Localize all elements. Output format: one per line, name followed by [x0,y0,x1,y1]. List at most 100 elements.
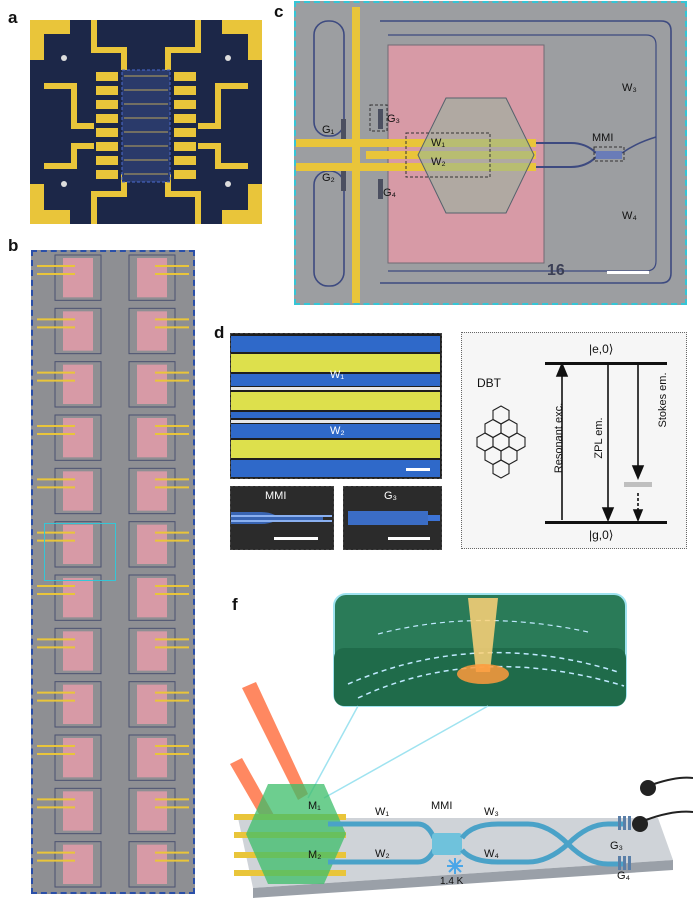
array-electrode-trace [37,745,75,755]
panel-b-device-array [33,252,193,892]
array-device-waveguide-loop [128,574,176,621]
array-device-waveguide-loop [54,574,102,621]
panel-c-label-w3: W₃ [622,82,637,94]
array-electrode-trace [155,371,189,382]
array-electrode-trace [155,585,189,595]
array-device-pad [63,578,93,618]
stokes-emission-label: Stokes em. [657,372,669,428]
array-device-pad [63,418,93,458]
panel-d-label-w2: W₂ [330,425,345,437]
array-electrode-trace [37,265,75,275]
resonant-excitation-label: Resonant exc. [553,402,565,474]
array-electrode-trace [37,585,75,595]
chip-overview-image [24,16,268,228]
panel-e-molecule-name: DBT [477,376,501,390]
panel-d-label: d [214,323,225,342]
panel-f-label-w4: W₄ [484,848,499,860]
panel-a-label: a [8,8,18,27]
array-device-pad [63,258,93,298]
array-device-pad [137,471,167,511]
array-electrode-trace [37,318,75,329]
array-device-pad [63,524,93,564]
array-device-waveguide-loop [54,521,102,568]
panel-f-label-w2: W₂ [375,848,390,860]
array-device-waveguide-loop [54,361,102,408]
panel-f-label-w3: W₃ [484,806,499,818]
panel-b-highlight-box [44,523,116,581]
array-electrode-trace [155,265,189,275]
array-electrode-trace [155,851,189,862]
array-device-pad [63,364,93,404]
array-device-waveguide-loop [128,841,176,888]
array-device-pad [137,311,167,351]
panel-f-label-m2: M₂ [308,849,322,861]
array-electrode-trace [37,691,75,702]
array-device-waveguide-loop [54,414,102,461]
array-device-waveguide-loop [54,467,102,515]
panel-d-grating-frame [343,486,442,550]
array-device-waveguide-loop [128,734,176,781]
array-electrode-trace [155,531,189,542]
array-electrode-trace [37,425,75,435]
single-device-image [296,3,685,303]
array-device-pad [137,631,167,671]
array-device-pad [137,258,167,298]
array-device-pad [137,738,167,778]
panel-d-scale-bar [406,468,430,471]
panel-c-label-g1: G₁ [322,124,335,136]
array-device-waveguide-loop [54,254,102,301]
array-device-pad [63,844,93,884]
panel-c-scale-bar [607,271,649,274]
panel-f-label: f [232,595,238,614]
device-schematic [230,593,693,898]
array-electrode-trace [37,851,75,862]
panel-f-label-g3: G₃ [610,840,624,852]
panel-c-label-w4: W₄ [622,210,637,222]
array-device-waveguide-loop [128,414,176,461]
panel-f-temperature: 1.4 K [440,876,464,887]
zpl-emission-label: ZPL em. [593,417,605,459]
array-device-waveguide-loop [128,521,176,568]
panel-c-label: c [274,2,284,21]
array-electrode-trace [37,798,75,809]
array-device-pad [63,631,93,671]
array-device-pad [137,844,167,884]
array-electrode-trace [155,318,189,329]
excited-state-level [545,362,667,365]
array-device-waveguide-loop [128,361,176,408]
array-device-waveguide-loop [54,787,102,835]
panel-b-frame [31,250,195,894]
panel-d-mmi-scale-bar [274,537,318,540]
array-device-pad [137,524,167,564]
array-electrode-trace [37,478,75,489]
array-device-pad [63,684,93,724]
panel-c-label-w2: W₂ [431,156,446,168]
panel-c-label-w1: W₁ [431,137,446,149]
array-electrode-trace [37,371,75,382]
array-electrode-trace [155,478,189,489]
array-electrode-trace [37,638,75,649]
panel-d-grating-scale-bar [388,537,430,540]
panel-c-label-g4: G₄ [383,187,397,199]
array-device-pad [137,791,167,831]
excited-state-label: |e,0⟩ [589,342,614,356]
array-electrode-trace [155,425,189,435]
array-device-waveguide-loop [54,307,102,355]
array-electrode-trace [155,798,189,809]
array-device-pad [137,578,167,618]
panel-d-label-w1: W₁ [330,369,345,381]
dbt-molecule-structure [476,405,526,479]
panel-c-label-g3: G₃ [387,113,401,125]
ground-state-level [545,521,667,524]
panel-d-label-mmi: MMI [265,490,287,502]
array-device-pad [63,311,93,351]
array-electrode-trace [155,691,189,702]
transition-arrows [555,361,652,523]
panel-f-label-m1: M₁ [308,800,321,812]
array-device-pad [63,738,93,778]
array-device-waveguide-loop [128,467,176,515]
array-device-waveguide-loop [54,681,102,728]
array-device-waveguide-loop [128,307,176,355]
array-device-waveguide-loop [54,627,102,675]
array-device-waveguide-loop [128,787,176,835]
